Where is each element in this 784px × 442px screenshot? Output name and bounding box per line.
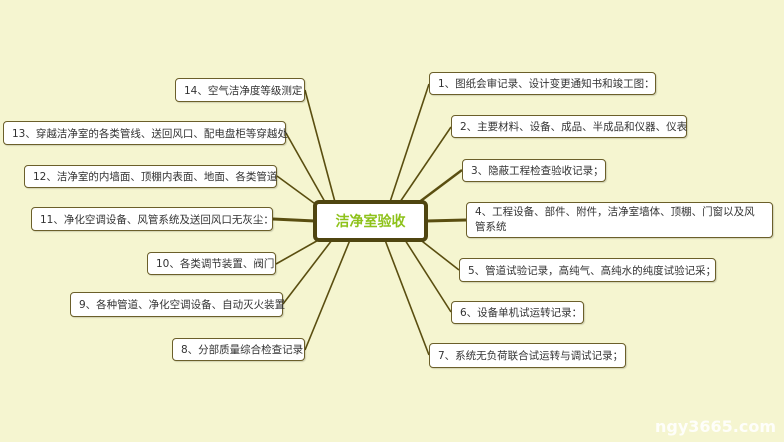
topic-node-10[interactable]: 10、各类调节装置、阀门 <box>147 252 276 275</box>
topic-node-1[interactable]: 1、图纸会审记录、设计变更通知书和竣工图： <box>429 72 656 95</box>
topic-node-12[interactable]: 12、洁净室的内墙面、顶棚内表面、地面、各类管道 <box>24 165 277 188</box>
topic-node-11[interactable]: 11、净化空调设备、风管系统及送回风口无灰尘： <box>31 207 274 231</box>
link-5 <box>417 237 460 271</box>
link-11 <box>272 217 316 223</box>
link-10 <box>275 237 323 265</box>
link-6 <box>404 239 452 313</box>
topic-node-2[interactable]: 2、主要材料、设备、成品、半成品和仪器、仪表 <box>451 115 687 138</box>
topic-node-9[interactable]: 9、各种管道、净化空调设备、自动灭火装置 <box>70 292 285 317</box>
link-8 <box>304 239 351 351</box>
link-12 <box>276 175 319 207</box>
topic-node-14[interactable]: 14、空气洁净度等级测定 <box>175 78 305 102</box>
topic-node-6[interactable]: 6、设备单机试运转记录： <box>451 301 584 324</box>
watermark: ngy3665.com <box>654 417 776 436</box>
topic-node-7[interactable]: 7、系统无负荷联合试运转与调试记录； <box>429 343 626 368</box>
topic-node-3[interactable]: 3、隐蔽工程检查验收记录； <box>462 159 606 182</box>
link-9 <box>282 239 333 305</box>
topic-node-8[interactable]: 8、分部质量综合检查记录 <box>172 338 305 361</box>
topic-node-4[interactable]: 4、工程设备、部件、附件，洁净室墙体、顶棚、门窗以及风管系统 <box>466 202 773 238</box>
link-7 <box>384 239 430 356</box>
link-14 <box>304 89 336 203</box>
topic-node-13[interactable]: 13、穿越洁净室的各类管线、送回风口、配电盘柜等穿越处 <box>3 121 288 145</box>
link-13 <box>285 132 326 203</box>
topic-node-5[interactable]: 5、管道试验记录，高纯气、高纯水的纯度试验记采； <box>459 258 716 282</box>
central-topic[interactable]: 洁净室验收 <box>313 200 428 242</box>
link-2 <box>399 126 452 203</box>
link-1 <box>389 83 430 203</box>
link-4 <box>425 218 467 223</box>
